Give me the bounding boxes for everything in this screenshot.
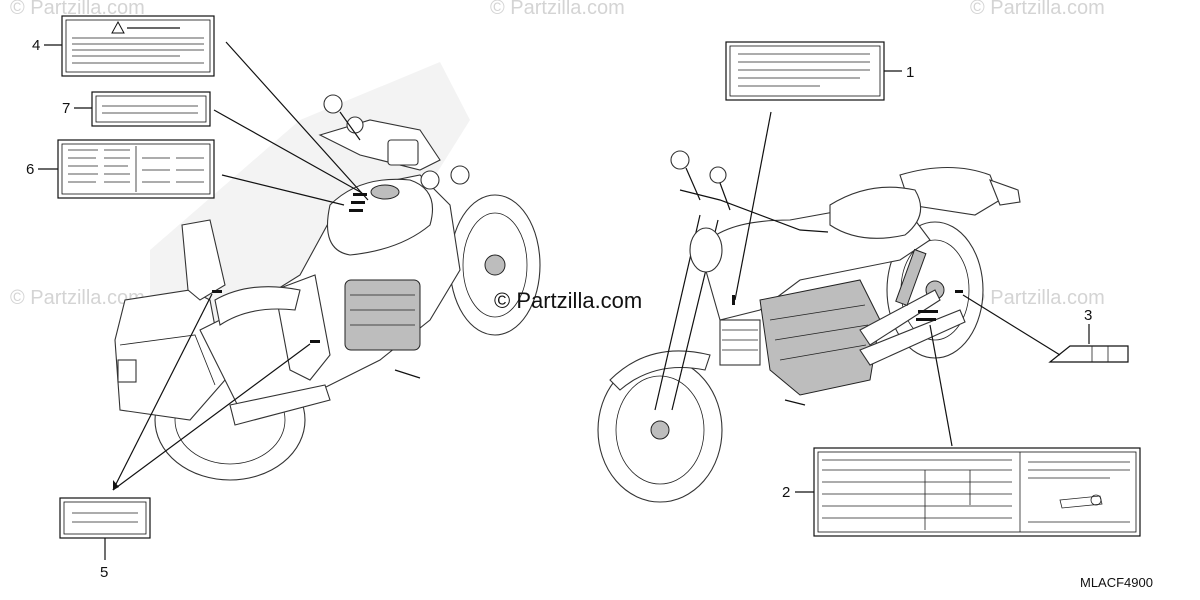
callout-6: 6 — [26, 161, 34, 178]
watermark-mid-right: © Partzilla.com — [970, 287, 1105, 309]
label-2-specification-decal — [813, 447, 1141, 537]
partzilla-brand: © Partzilla.com — [494, 288, 642, 313]
label-6-tire-info-decal — [57, 139, 215, 199]
callout-2: 2 — [782, 484, 790, 501]
watermark-mid-left: © Partzilla.com — [10, 287, 145, 309]
label-3-decal — [1048, 345, 1129, 363]
right-motorcycle-illustration — [597, 150, 1021, 503]
callout-7: 7 — [62, 100, 70, 117]
watermark-top-left: © Partzilla.com — [10, 0, 145, 19]
watermark-top-right: © Partzilla.com — [970, 0, 1105, 19]
callout-3: 3 — [1084, 307, 1092, 324]
label-1-decal — [725, 41, 885, 101]
watermark-top-center: © Partzilla.com — [490, 0, 625, 19]
label-5-decal — [59, 497, 151, 539]
callout-5: 5 — [100, 564, 108, 581]
callout-1: 1 — [906, 64, 914, 81]
callout-4: 4 — [32, 37, 40, 54]
diagram-code: MLACF4900 — [1080, 575, 1153, 590]
left-motorcycle-illustration — [114, 62, 541, 481]
label-4-warning-decal — [61, 15, 215, 77]
warning-triangle-icon — [111, 20, 125, 34]
label-7-decal — [91, 91, 211, 127]
